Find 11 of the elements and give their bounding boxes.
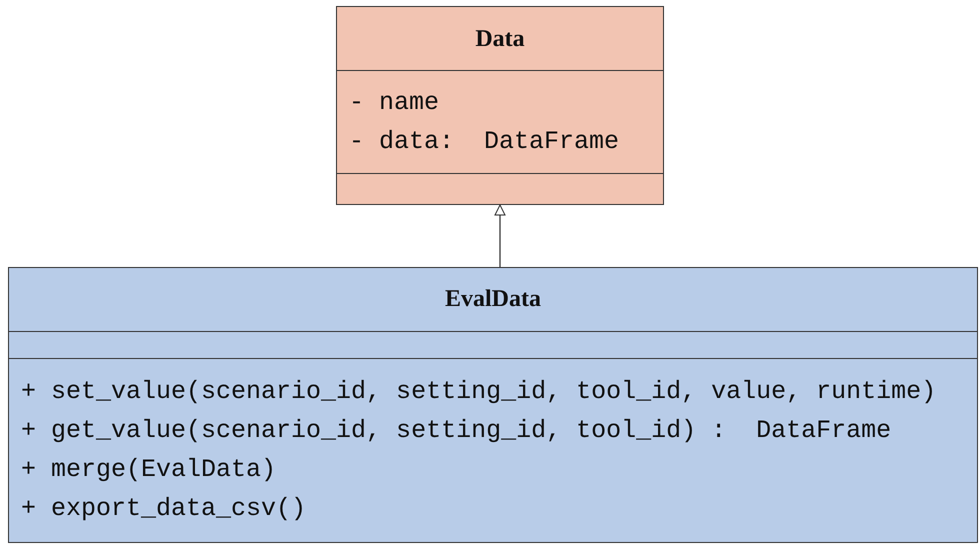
class-box [8,267,978,543]
member-text: + export_data_csv() [21,494,306,524]
member-text: - data: DataFrame [349,126,620,157]
member-text: + merge(EvalData) [21,455,276,486]
member-text: + get_value(scenario_id, setting_id, tool_id) : DataFrame [21,416,892,446]
inheritance-arrow [494,204,506,267]
class-name: Data [475,24,525,54]
class-box [336,6,664,205]
member-text: + set_value(scenario_id, setting_id, tool_id, value, runtime) [21,377,936,408]
member-text: - name [349,88,440,118]
class-name: EvalData [445,285,541,314]
